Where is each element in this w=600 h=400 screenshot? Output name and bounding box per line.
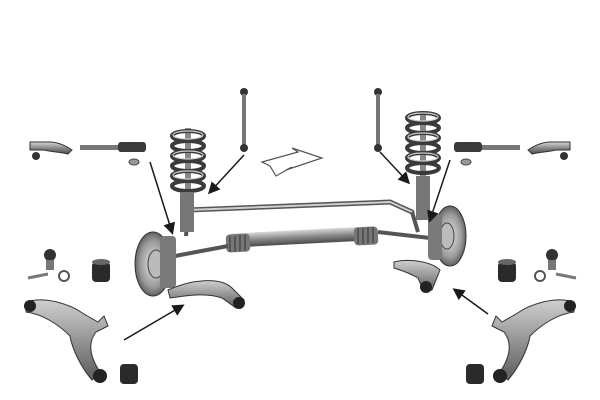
lower-control-arm-right: [466, 299, 576, 384]
ball-joint-right: [534, 249, 577, 282]
tie-rod-end-left: [29, 141, 73, 160]
lower-control-arm-left: [24, 299, 138, 384]
direction-arrow: [260, 147, 324, 177]
pointer-arrow-spring-left: [149, 161, 176, 235]
rack-boot-left: [225, 233, 251, 253]
ball-joint-left: [27, 249, 70, 282]
rack-boot-right: [353, 226, 379, 246]
tie-rod-inner-left: [80, 142, 146, 166]
tie-rod-inner-right: [454, 142, 520, 166]
stabilizer-link-left: [240, 88, 248, 152]
arm-bushing-right: [498, 259, 516, 282]
coil-spring-left: [170, 128, 206, 232]
brake-disc-left: [134, 231, 176, 297]
pointer-arrow-arm-left: [123, 304, 185, 341]
pointer-arrow-arm-right: [452, 288, 489, 315]
lower-arm-mounted-left: [167, 280, 245, 309]
pointer-arrow-spring-right: [427, 159, 451, 223]
stabilizer-link-right: [374, 88, 382, 152]
pointer-arrow-link-left: [207, 154, 245, 195]
coil-spring-right: [405, 111, 441, 220]
tie-rod-end-right: [527, 141, 571, 160]
arm-bushing-left: [92, 259, 110, 282]
brake-disc-right: [428, 205, 467, 267]
steering-rack: [174, 226, 431, 258]
pointer-arrows: [123, 151, 489, 341]
lower-arm-mounted-right: [393, 259, 441, 293]
pointer-arrow-link-right: [379, 151, 411, 185]
